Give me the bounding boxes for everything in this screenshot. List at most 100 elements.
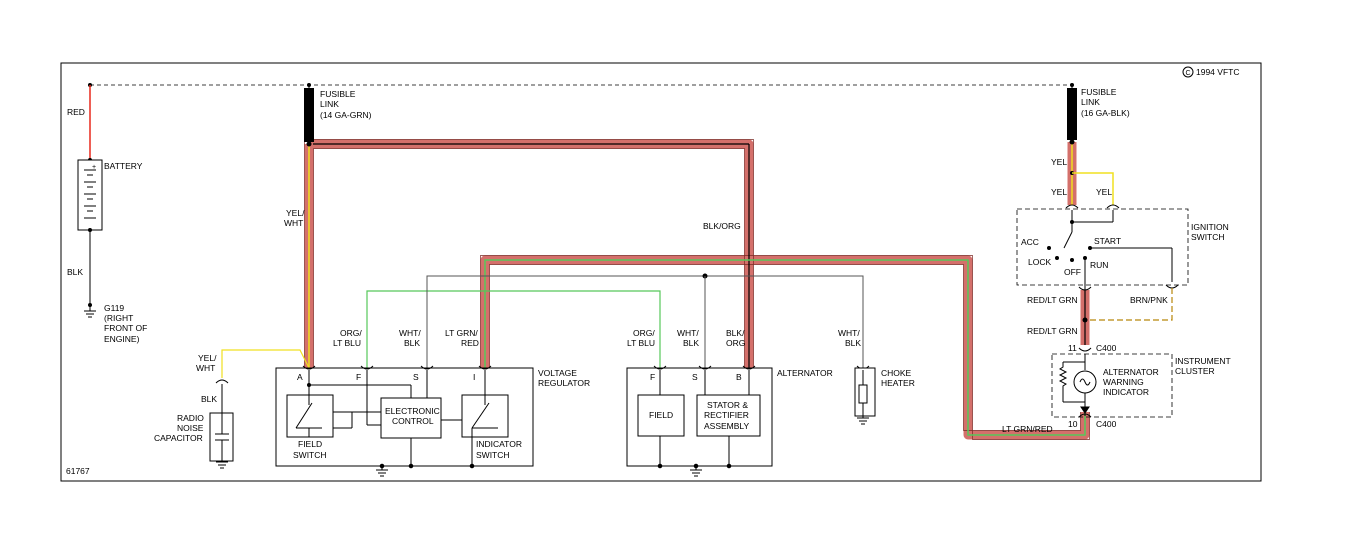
wire-label: YEL	[1051, 187, 1067, 197]
wire-label: YEL/	[286, 208, 305, 218]
stator-rectifier-label: ASSEMBLY	[704, 421, 750, 431]
ground-icon	[690, 466, 702, 477]
fusible-link-label: (16 GA-BLK)	[1081, 108, 1130, 118]
wire-label: WHT/	[677, 328, 699, 338]
warning-indicator-label: WARNING	[1103, 377, 1144, 387]
wire-label: BLK	[404, 338, 420, 348]
svg-text:+: +	[92, 164, 96, 171]
instrument-cluster-label: INSTRUMENT	[1175, 356, 1231, 366]
wire-label: BLK	[201, 394, 217, 404]
pin-label: 11	[1068, 343, 1077, 353]
wire-label: LT GRN/	[445, 328, 478, 338]
field-label: FIELD	[649, 410, 673, 420]
fusible-link-label: LINK	[1081, 97, 1100, 107]
field-switch-label: FIELD	[298, 439, 322, 449]
fusible-link-16ga	[1067, 88, 1077, 140]
fusible-link-label: FUSIBLE	[1081, 87, 1117, 97]
wire-label: ORG/	[340, 328, 362, 338]
wire-label: BLK	[845, 338, 861, 348]
wire-label: BLK	[683, 338, 699, 348]
g119-label: (RIGHT	[104, 313, 133, 323]
wire-label: RED/LT GRN	[1027, 326, 1078, 336]
ignition-acc-label: ACC	[1021, 237, 1039, 247]
battery-label: BATTERY	[104, 161, 143, 171]
warning-indicator-label: INDICATOR	[1103, 387, 1149, 397]
wire-label: RED	[67, 107, 85, 117]
stator-rectifier-label: RECTIFIER	[704, 410, 749, 420]
capacitor-label: NOISE	[177, 423, 204, 433]
terminal-label: S	[692, 372, 698, 382]
wire-label: BRN/PNK	[1130, 295, 1168, 305]
voltage-regulator-label: REGULATOR	[538, 378, 590, 388]
warning-indicator-internals	[1058, 354, 1097, 416]
terminal-label: B	[736, 372, 742, 382]
copyright-mark: C 1994 VFTC	[1182, 66, 1239, 78]
ignition-off-label: OFF	[1064, 267, 1081, 277]
svg-text:C: C	[1186, 70, 1191, 77]
capacitor-yel-wht-wire	[221, 349, 310, 378]
ground-icon	[84, 303, 96, 318]
instrument-cluster-label: CLUSTER	[1175, 366, 1215, 376]
wire-label: BLK/	[726, 328, 745, 338]
wire-label: LT BLU	[333, 338, 361, 348]
pin-label: 10	[1068, 419, 1078, 429]
org-lt-blu-wire	[366, 290, 661, 368]
electronic-control-label: CONTROL	[392, 416, 434, 426]
ignition-switch-label: IGNITION	[1191, 222, 1229, 232]
wire-label: RED/LT GRN	[1027, 295, 1078, 305]
ignition-lock-label: LOCK	[1028, 257, 1051, 267]
wire-label: WHT	[284, 218, 303, 228]
fusible-link-14ga	[304, 88, 314, 142]
fusible-link-label: LINK	[320, 99, 339, 109]
wire-label: WHT/	[399, 328, 421, 338]
choke-heater-label: HEATER	[881, 378, 915, 388]
stator-rectifier-label: STATOR &	[707, 400, 748, 410]
ignition-start-label: START	[1094, 236, 1121, 246]
electronic-control-label: ELECTRONIC	[385, 406, 440, 416]
figure-number: 61767	[66, 466, 90, 476]
terminal-label: F	[356, 372, 361, 382]
copyright-text: 1994 VFTC	[1196, 67, 1239, 77]
voltage-regulator-label: VOLTAGE	[538, 368, 577, 378]
ground-icon	[857, 417, 869, 425]
wire-label: BLK/ORG	[703, 221, 741, 231]
g119-label: G119	[104, 303, 124, 313]
voltage-regulator-internals	[286, 370, 509, 469]
ground-icon	[216, 461, 228, 469]
field-switch-label: SWITCH	[293, 450, 327, 460]
battery-symbol: +	[77, 159, 103, 231]
wire-label: YEL/	[198, 353, 217, 363]
ground-icon	[376, 466, 388, 477]
capacitor-label: CAPACITOR	[154, 433, 203, 443]
terminal-label: S	[413, 372, 419, 382]
alternator-label: ALTERNATOR	[777, 368, 833, 378]
instrument-cluster-box	[1051, 353, 1173, 418]
wire-label: YEL	[1051, 157, 1067, 167]
warning-indicator-label: ALTERNATOR	[1103, 367, 1159, 377]
g119-label: FRONT OF	[104, 323, 147, 333]
alternator-internals	[637, 370, 761, 469]
terminal-label: F	[650, 372, 655, 382]
indicator-switch-label: INDICATOR	[476, 439, 522, 449]
ignition-switch-box	[1016, 208, 1189, 286]
terminal-label: I	[473, 372, 475, 382]
ignition-switch-label: SWITCH	[1191, 232, 1225, 242]
wire-label: ORG/	[633, 328, 655, 338]
fusible-link-label: (14 GA-GRN)	[320, 110, 372, 120]
g119-label: ENGINE)	[104, 334, 140, 344]
diagram-frame	[60, 62, 1262, 482]
wire-label: RED	[461, 338, 479, 348]
connector-label: C400	[1096, 419, 1117, 429]
wire-label: ORG	[726, 338, 745, 348]
choke-heater-label: CHOKE	[881, 368, 912, 378]
wire-label: BLK	[67, 267, 83, 277]
ignition-run-label: RUN	[1090, 260, 1108, 270]
capacitor-label: RADIO	[177, 413, 204, 423]
wire-label: LT GRN/RED	[1002, 424, 1053, 434]
brn-pnk-wire	[1085, 288, 1173, 321]
wire-label: LT BLU	[627, 338, 655, 348]
wire-label: WHT/	[838, 328, 860, 338]
connector-label: C400	[1096, 343, 1117, 353]
terminal-label: A	[297, 372, 303, 382]
